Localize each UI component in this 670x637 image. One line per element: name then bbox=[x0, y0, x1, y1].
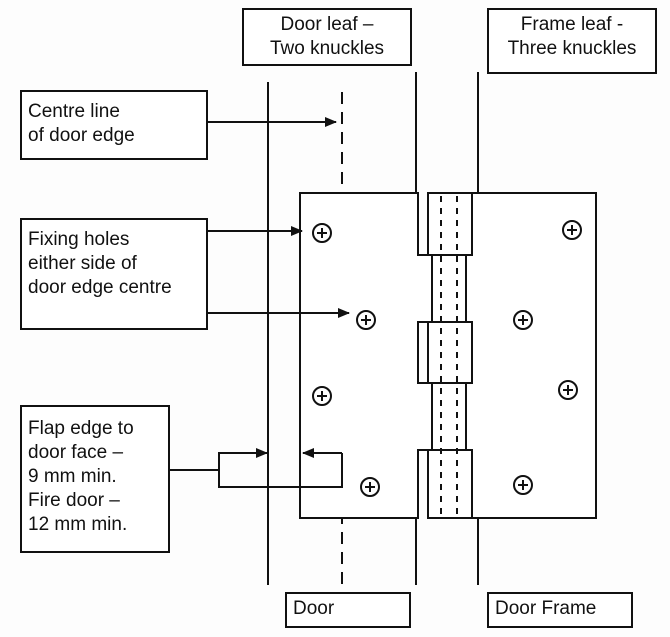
flap-edge-label-line: door face – bbox=[28, 442, 124, 463]
knuckle bbox=[427, 192, 473, 256]
fixing-holes-label-line: door edge centre bbox=[28, 277, 172, 298]
knuckle bbox=[427, 321, 473, 384]
fixing-holes-label-line: either side of bbox=[28, 253, 137, 274]
door-leaf-label-line: Door leaf – bbox=[280, 14, 374, 35]
screw-hole-icon bbox=[558, 380, 578, 400]
flap-edge-label-line: Flap edge to bbox=[28, 418, 134, 439]
screw-hole-icon bbox=[356, 310, 376, 330]
centre-line-label: Centre line of door edge bbox=[20, 90, 208, 160]
frame-leaf-label: Frame leaf - Three knuckles bbox=[487, 8, 657, 74]
flap-edge-label-line: 9 mm min. bbox=[28, 466, 117, 487]
screw-hole-icon bbox=[312, 223, 332, 243]
frame-leaf-label-line: Frame leaf - bbox=[520, 14, 624, 35]
flap-edge-label-line: Fire door – bbox=[28, 490, 120, 511]
knuckle bbox=[427, 449, 473, 519]
knuckle bbox=[431, 382, 467, 451]
flap-edge-label: Flap edge to door face – 9 mm min. Fire … bbox=[20, 405, 170, 553]
flap-edge-label-line: 12 mm min. bbox=[28, 514, 128, 535]
frame-leaf-label-line: Three knuckles bbox=[507, 38, 637, 59]
door-leaf-label: Door leaf – Two knuckles bbox=[242, 8, 412, 66]
centre-line-label-line: Centre line bbox=[28, 101, 120, 122]
knuckle bbox=[431, 254, 467, 323]
centre-line-label-line: of door edge bbox=[28, 125, 135, 146]
door-label: Door bbox=[285, 592, 411, 628]
door-leaf-label-line: Two knuckles bbox=[269, 38, 385, 59]
screw-hole-icon bbox=[562, 220, 582, 240]
screw-hole-icon bbox=[312, 386, 332, 406]
screw-hole-icon bbox=[513, 475, 533, 495]
screw-hole-icon bbox=[360, 477, 380, 497]
fixing-holes-label: Fixing holes either side of door edge ce… bbox=[20, 218, 208, 330]
door-leaf bbox=[299, 192, 433, 519]
fixing-holes-label-line: Fixing holes bbox=[28, 229, 130, 250]
screw-hole-icon bbox=[513, 310, 533, 330]
door-frame-label: Door Frame bbox=[487, 592, 633, 628]
